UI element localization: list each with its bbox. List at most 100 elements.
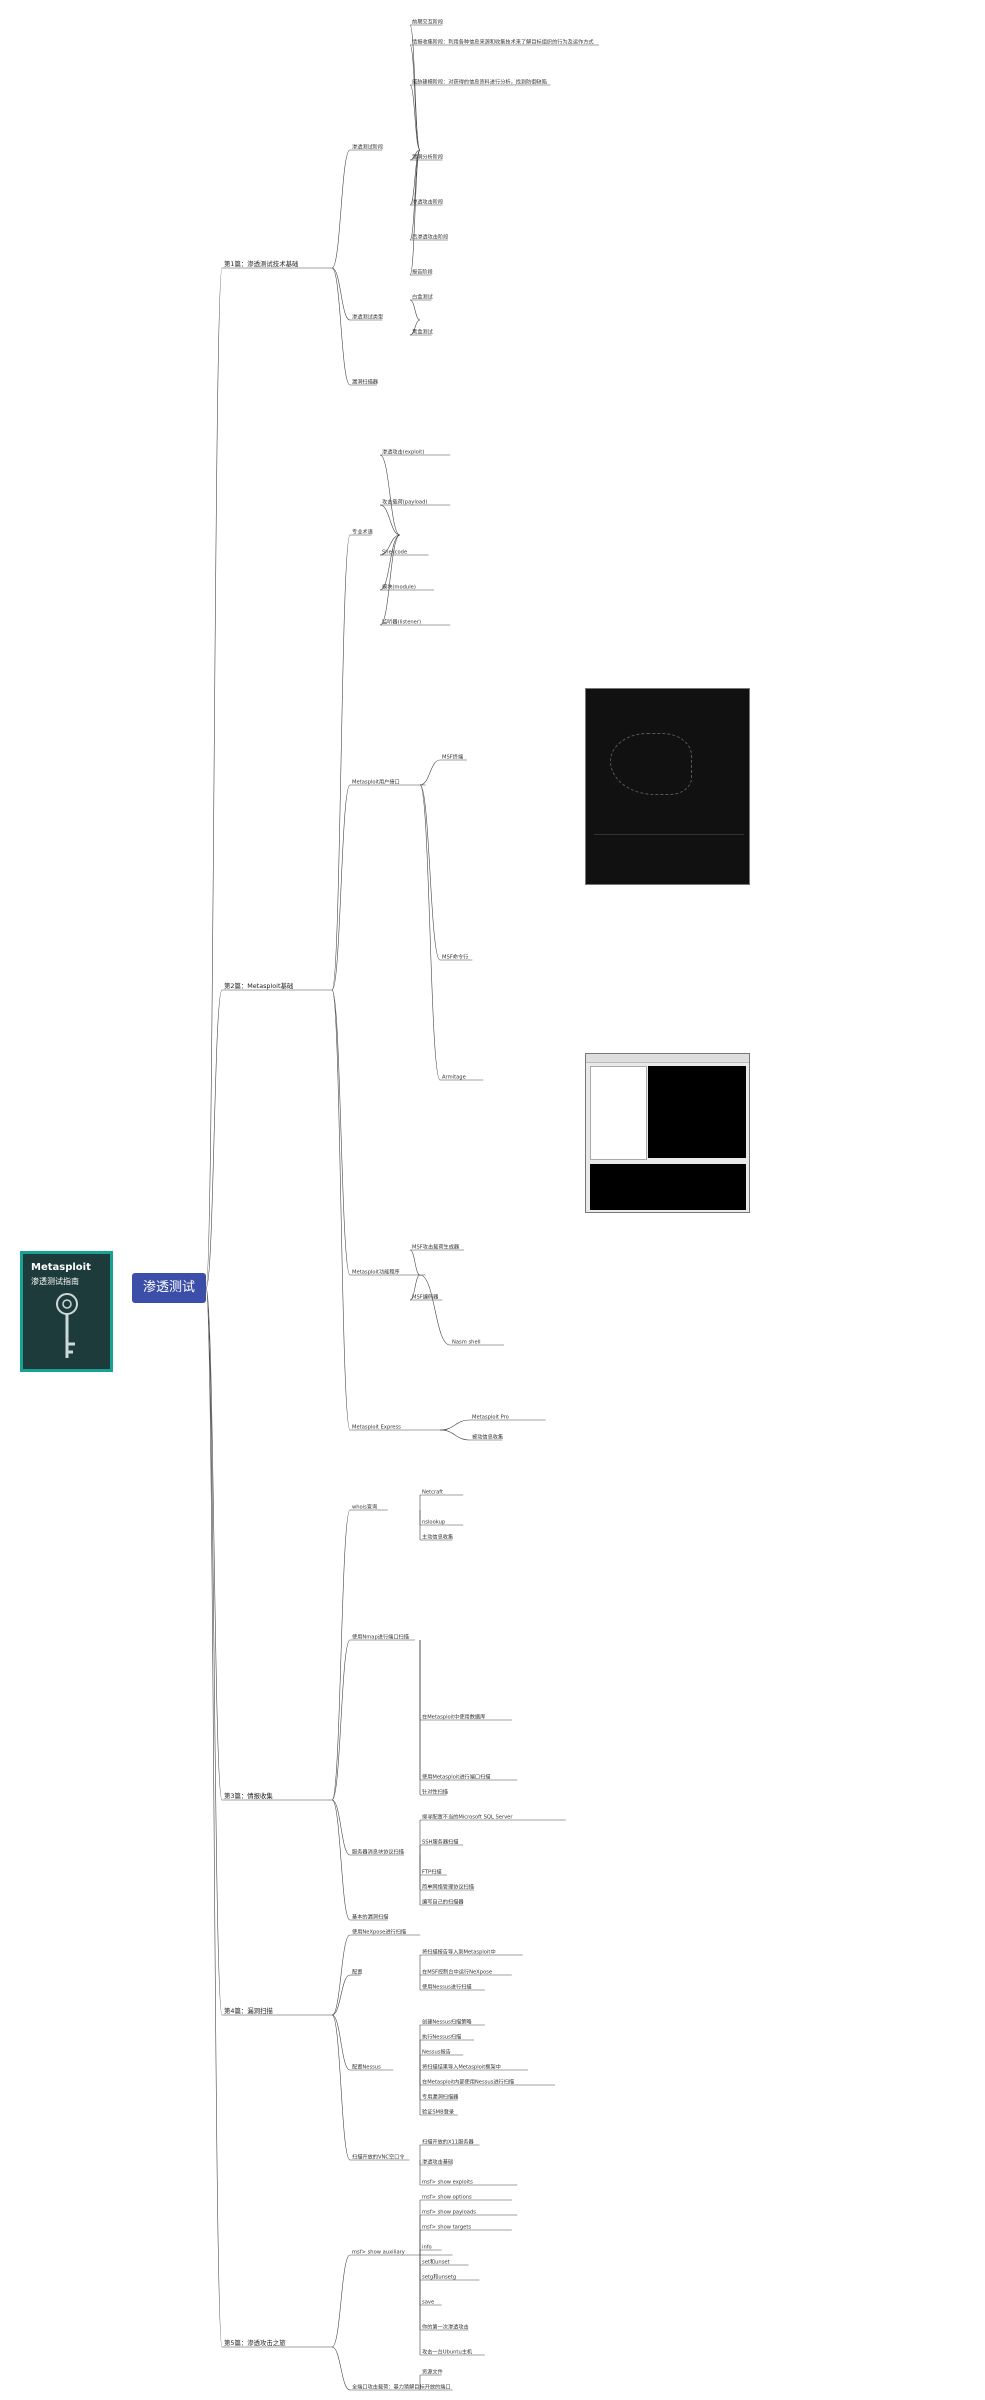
topic-node-55[interactable]: 专用漏洞扫描器 [422,2093,459,2101]
topic-node-6[interactable]: 后渗透攻击阶段 [412,233,448,241]
topic-node-70[interactable]: 攻击一台Ubuntu主机 [422,2348,473,2356]
topic-node-20[interactable]: MSF命令行 [442,953,468,961]
topic-node-67[interactable]: setg和unsetg [422,2273,456,2281]
topic-node-17[interactable]: 监听器(listener) [382,618,421,626]
topic-node-9[interactable]: 白盒测试 [412,293,434,301]
topic-branches: 渗透测试阶段 前期交互阶段情报收集阶段：利用各种信息来源和收集技术来了解目标组织的… [350,18,599,2391]
topic-node-25[interactable]: Nasm shell [452,1340,481,1346]
topic-node-35[interactable]: 使用Metasploit进行端口扫描 [422,1773,490,1781]
topic-node-3[interactable]: 威胁建模阶段：对获得的信息资料进行分析，找到防御缺陷 [412,78,547,86]
topic-node-71[interactable]: 全端口攻击载荷：暴力猜解目标开放的端口 [352,2383,451,2391]
connector-line [331,2346,351,2391]
topic-node-41[interactable]: 简单网络管理协议扫描 [422,1883,474,1891]
topic-node-32[interactable]: 主动信息收集 [422,1533,454,1541]
topic-node-18[interactable]: Metasploit用户接口 [352,778,400,786]
topic-node-69[interactable]: 你的第一次渗透攻击 [422,2323,469,2331]
topic-node-0[interactable]: 渗透测试阶段 [352,143,383,151]
chapter-label-4[interactable]: 第4篇：漏洞扫描 [224,2006,273,2015]
topic-node-28[interactable]: 被动信息收集 [472,1433,504,1441]
topic-node-14[interactable]: 攻击载荷(payload) [382,498,427,506]
topic-node-65[interactable]: info [422,2245,432,2251]
connector-line [379,534,401,626]
topic-node-7[interactable]: 报告阶段 [412,268,433,276]
connector-line [331,1799,351,1856]
topic-node-33[interactable]: 使用Nmap进行端口扫描 [352,1633,409,1641]
connector-line [379,454,401,536]
topic-node-57[interactable]: 扫描开放的VNC空口令 [352,2153,405,2161]
topic-node-24[interactable]: MSF编码器 [412,1293,439,1301]
topic-node-52[interactable]: Nessus报告 [422,2048,451,2056]
topic-node-4[interactable]: 漏洞分析阶段 [412,153,443,161]
connector-line [419,784,441,961]
topic-node-31[interactable]: nslookup [422,1520,446,1526]
connector-line [205,1287,223,2348]
chapter-label-3[interactable]: 第3篇：情报收集 [224,1791,273,1800]
topic-node-39[interactable]: SSH服务器扫描 [422,1838,458,1846]
connector-line [409,319,421,336]
topic-node-60[interactable]: msf> show exploits [422,2180,473,2186]
topic-node-40[interactable]: FTP扫描 [422,1868,442,1876]
topic-node-8[interactable]: 渗透测试类型 [352,313,383,321]
connector-line [379,534,401,591]
chapter-label-1[interactable]: 第1篇：渗透测试技术基础 [224,259,298,268]
topic-node-34[interactable]: 在Metasploit中使用数据库 [422,1713,485,1721]
connector-line [419,759,441,786]
connector-line [409,1274,421,1301]
topic-node-47[interactable]: 在MSF控制台中运行NeXpose [422,1968,492,1976]
chapter-label-2[interactable]: 第2篇：Metasploit基础 [224,981,293,990]
topic-node-63[interactable]: msf> show payloads [422,2210,476,2216]
topic-node-5[interactable]: 渗透攻击阶段 [412,198,443,206]
topic-node-23[interactable]: MSF攻击载荷生成器 [412,1243,460,1251]
key-icon [56,1293,78,1358]
topic-node-50[interactable]: 创建Nessus扫描策略 [422,2018,472,2026]
connector-line [205,1287,223,1801]
connector-line [331,989,351,1276]
topic-node-45[interactable]: 配置 [352,1969,362,1976]
topic-node-59[interactable]: 渗透攻击基础 [422,2158,453,2166]
topic-node-44[interactable]: 使用NeXpose进行扫描 [352,1928,406,1936]
topic-node-54[interactable]: 在Metasploit内部使用Nessus进行扫描 [422,2078,514,2086]
armitage-module-tree [590,1066,647,1160]
topic-node-13[interactable]: 渗透攻击(exploit) [382,448,424,456]
msf-console-screenshot [585,688,750,885]
topic-node-43[interactable]: 基本的漏洞扫描 [352,1913,388,1921]
topic-node-30[interactable]: Netcraft [422,1490,443,1496]
connector-line [331,534,351,991]
topic-node-11[interactable]: 漏洞扫描器 [352,378,379,386]
topic-node-38[interactable]: 搜寻配置不当的Microsoft SQL Server [422,1813,513,1821]
connector-line [409,44,421,151]
topic-node-42[interactable]: 编写自己的扫描器 [422,1898,464,1906]
root-topic-node[interactable]: 渗透测试 [132,1273,206,1303]
topic-node-61[interactable]: msf> show auxiliary [352,2250,405,2256]
topic-node-26[interactable]: Metasploit Express [352,1425,401,1431]
connector-line [409,299,421,321]
topic-node-64[interactable]: msf> show targets [422,2225,471,2231]
topic-node-58[interactable]: 扫描开放的X11服务器 [422,2138,474,2146]
topic-node-15[interactable]: Shellcode [382,550,407,556]
topic-node-48[interactable]: 使用Nessus进行扫描 [422,1983,472,1991]
topic-node-53[interactable]: 将扫描结果导入Metasploit框架中 [422,2063,501,2071]
topic-node-16[interactable]: 模块(module) [382,583,416,591]
topic-node-68[interactable]: save [422,2300,434,2306]
armitage-target-view [648,1066,746,1158]
topic-node-37[interactable]: 服务器消息块协议扫描 [352,1848,404,1856]
topic-node-22[interactable]: Metasploit功能程序 [352,1268,400,1276]
topic-node-21[interactable]: Armitage [442,1075,466,1081]
topic-node-29[interactable]: whois查询 [352,1503,377,1511]
topic-node-27[interactable]: Metasploit Pro [472,1415,509,1421]
topic-node-46[interactable]: 将扫描报告导入到Metasploit中 [422,1948,496,1956]
topic-node-72[interactable]: 资源文件 [422,2368,443,2376]
topic-node-62[interactable]: msf> show options [422,2195,472,2201]
topic-node-66[interactable]: set和unset [422,2258,450,2266]
chapter-label-5[interactable]: 第5篇：渗透攻击之旅 [224,2338,286,2347]
topic-node-10[interactable]: 黑盒测试 [412,328,434,336]
topic-node-12[interactable]: 专业术语 [352,528,373,536]
topic-node-2[interactable]: 情报收集阶段：利用各种信息来源和收集技术来了解目标组织的行为及运作方式 [412,38,594,46]
topic-node-1[interactable]: 前期交互阶段 [412,18,443,26]
topic-node-19[interactable]: MSF终端 [442,753,463,761]
topic-node-56[interactable]: 验证SMB登录 [422,2108,454,2116]
connector-line [331,1799,351,1921]
topic-node-36[interactable]: 针对性扫描 [422,1788,448,1796]
topic-node-51[interactable]: 执行Nessus扫描 [422,2033,461,2041]
topic-node-49[interactable]: 配置Nessus [352,2064,381,2071]
